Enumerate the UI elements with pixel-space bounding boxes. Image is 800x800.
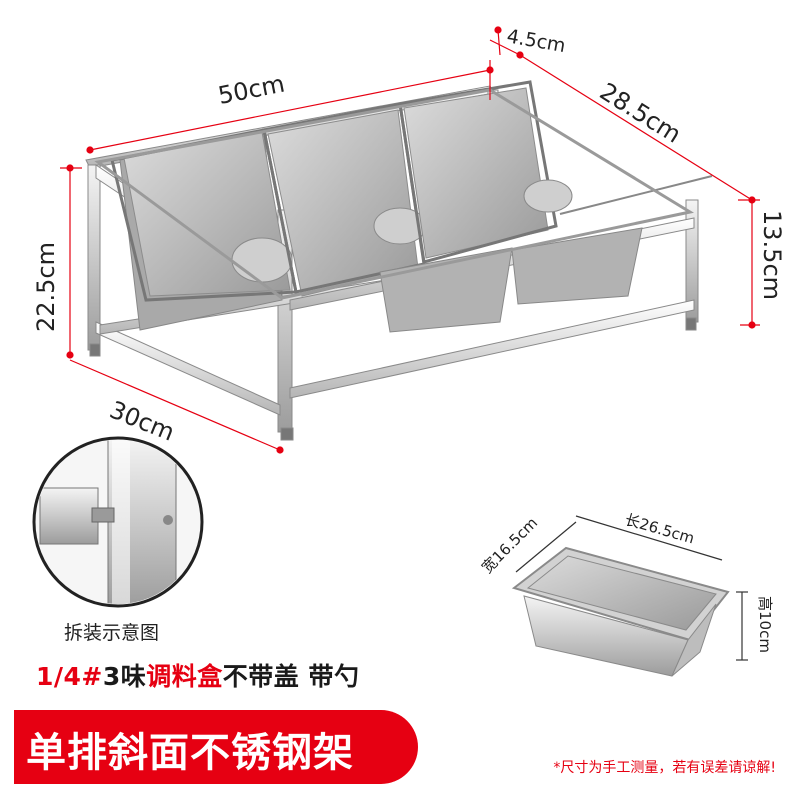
pan-height-label: 高10cm — [756, 596, 774, 653]
measurement-note: *尺寸为手工测量，若有误差请谅解! — [553, 760, 776, 776]
banner-text: 单排斜面不锈钢架 — [26, 730, 354, 776]
dim-height-back: 13.5cm — [758, 210, 786, 300]
title-product: 调料盒 — [146, 662, 223, 691]
zoom-caption: 拆装示意图 — [64, 622, 160, 644]
pan-length-label: 长26.5cm — [623, 511, 696, 548]
pan-left — [110, 128, 298, 331]
rack-top-rim — [94, 88, 695, 300]
title-banner: 单排斜面不锈钢架 — [14, 710, 418, 784]
pan-middle — [262, 102, 513, 333]
dim-length: 50cm — [216, 70, 287, 110]
title-size: 1/4# — [36, 662, 103, 691]
assembly-zoom-detail — [32, 436, 204, 608]
dim-height-front: 22.5cm — [32, 242, 60, 332]
title-options: 不带盖 带勺 — [222, 662, 360, 691]
dimension-lines — [60, 26, 760, 454]
title-count: 3味 — [102, 662, 147, 691]
single-pan — [511, 546, 730, 677]
pan-dimension-lines — [515, 515, 748, 661]
product-title: 1/4#3味调料盒不带盖 带勺 — [36, 657, 360, 693]
pan-width-label: 宽16.5cm — [478, 514, 541, 577]
dim-depth: 28.5cm — [595, 77, 686, 148]
